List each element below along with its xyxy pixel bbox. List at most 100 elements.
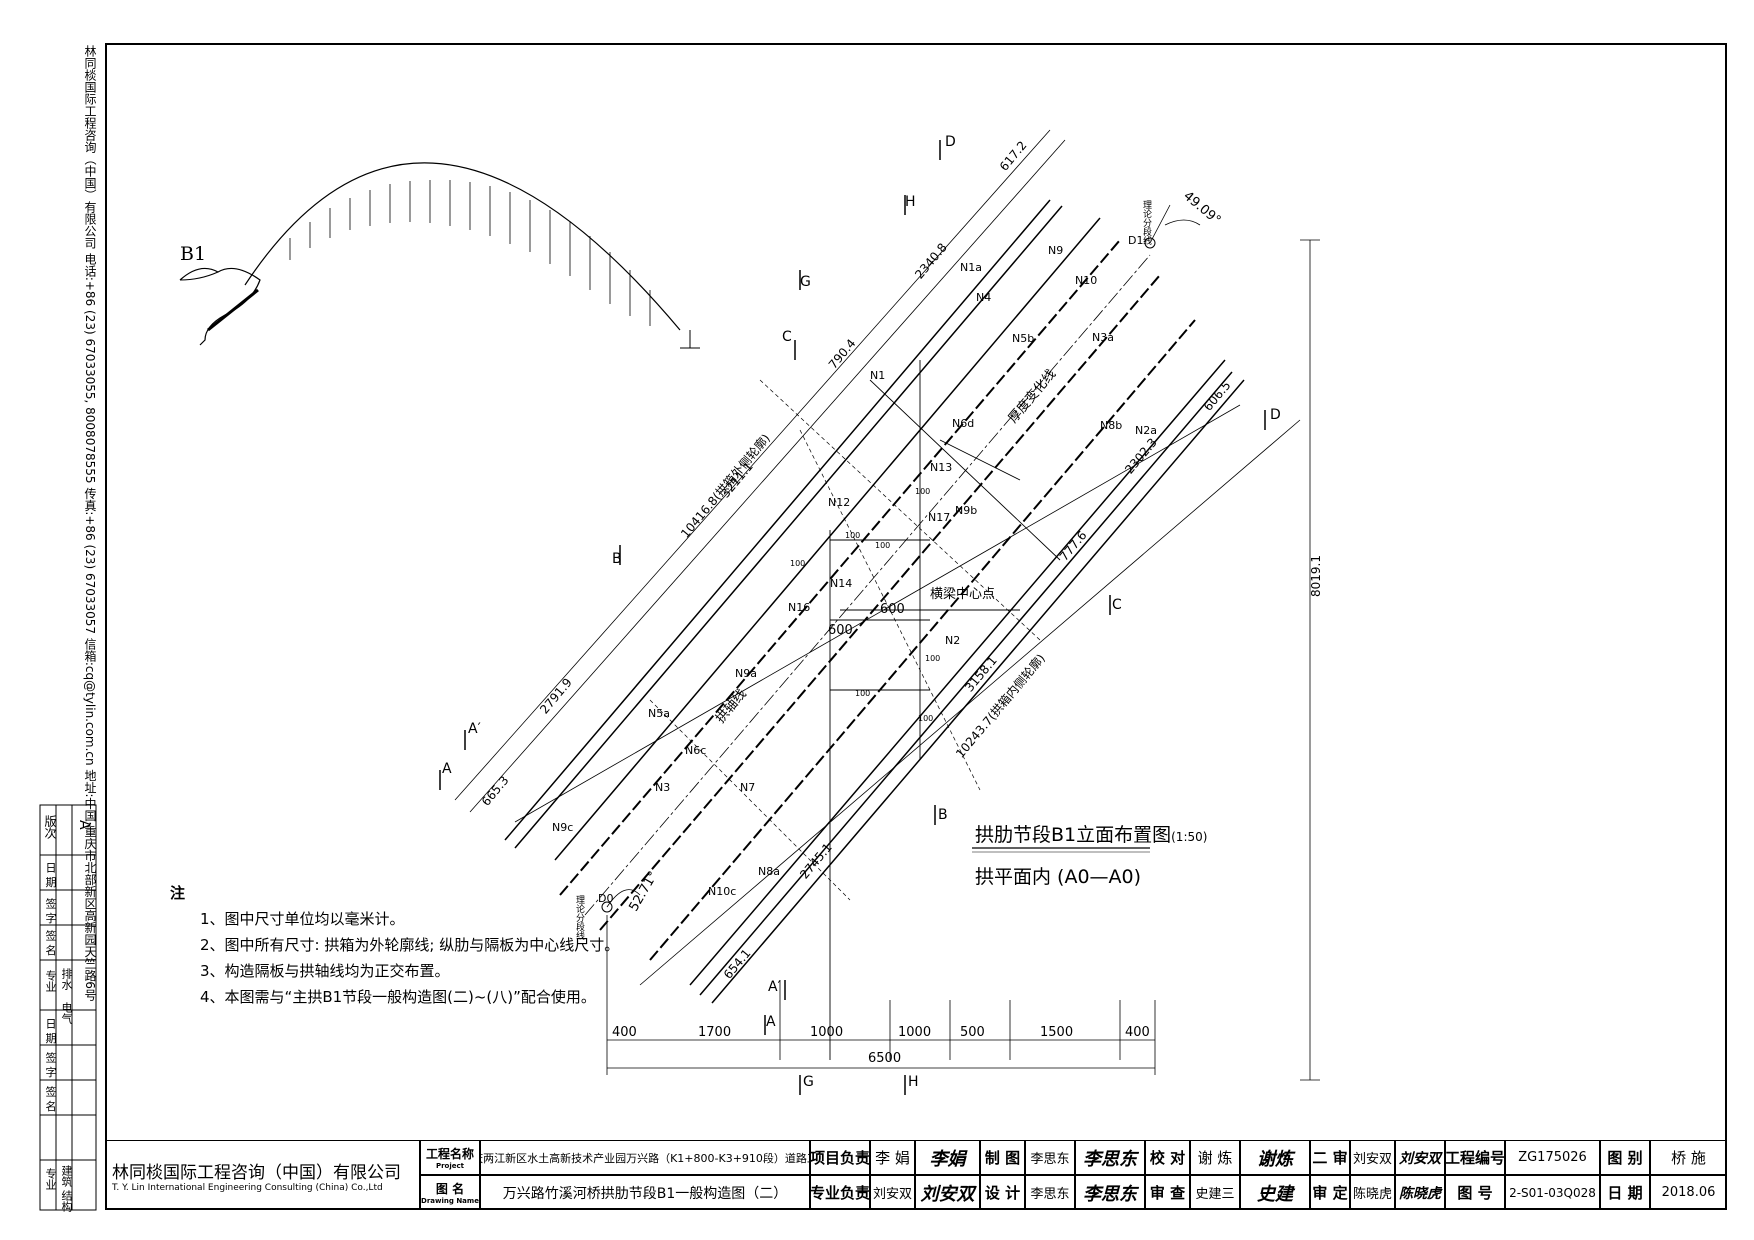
review2-signature: 刘安双 — [1395, 1140, 1445, 1175]
project-no-label: 工程编号 — [1445, 1140, 1505, 1175]
inner-dim-6: 600 — [828, 623, 853, 638]
section-b-right: B — [938, 807, 948, 823]
approve: 陈晓虎 — [1350, 1175, 1395, 1210]
design-signature: 李思东 — [1075, 1175, 1145, 1210]
bottom-dim-1: 400 — [612, 1025, 637, 1040]
part-n8b: N8b — [1100, 419, 1123, 432]
draw-label: 制 图 — [980, 1140, 1025, 1175]
bottom-dim-3: 1000 — [810, 1025, 844, 1040]
check-signature: 谢炼 — [1240, 1140, 1310, 1175]
strip-row-2: 签 字 — [44, 898, 57, 924]
check-label: 校 对 — [1145, 1140, 1190, 1175]
drawing-name: 万兴路竹溪河桥拱肋节段B1一般构造图（二） — [480, 1175, 810, 1210]
proj-lead-label: 项目负责 — [810, 1140, 870, 1175]
strip-row-7: 签 名 — [44, 1086, 57, 1112]
node-d1: D1 — [1128, 234, 1144, 247]
part-n13: N13 — [930, 461, 953, 474]
part-n3: N3 — [655, 781, 671, 794]
project-no: ZG175026 — [1505, 1140, 1600, 1175]
notes-heading: 注 — [170, 884, 186, 902]
draw-signature: 李思东 — [1075, 1140, 1145, 1175]
sort-label: 图 别 — [1600, 1140, 1650, 1175]
inner-dim-5: 600 — [880, 602, 905, 617]
strip-row-3: 签 名 — [44, 930, 57, 956]
company-cell: 林同棪国际工程咨询（中国）有限公司 T. Y. Lin Internationa… — [105, 1140, 420, 1210]
node-label-bottom: 理论分段线 — [574, 895, 584, 940]
check: 谢 炼 — [1190, 1140, 1240, 1175]
review2: 刘安双 — [1350, 1140, 1395, 1175]
note-item-4: 4、本图需与“主拱B1节段一般构造图(二)~(八)”配合使用。 — [200, 988, 596, 1006]
section-d-top: D — [945, 134, 956, 150]
inner-dim-9: 100 — [918, 714, 934, 723]
section-g-bottom: G — [803, 1074, 814, 1090]
drawing-label-cell: 图 名 Drawing Name — [420, 1175, 480, 1210]
section-h-top: H — [905, 194, 916, 210]
section-h-bottom: H — [908, 1074, 919, 1090]
part-n12: N12 — [828, 496, 851, 509]
company-en: T. Y. Lin International Engineering Cons… — [112, 1182, 383, 1193]
bottom-dim-5: 500 — [960, 1025, 985, 1040]
part-n16: N16 — [788, 601, 811, 614]
strip-row-6: 签 字 — [44, 1052, 57, 1078]
strip-row-4: 专业 — [44, 970, 57, 992]
part-n7: N7 — [740, 781, 756, 794]
bridge-center-label: 横梁中心点 — [930, 587, 996, 602]
part-n9: N9 — [1048, 244, 1064, 257]
legend-title: 拱肋节段B1立面布置图(1:50) — [975, 820, 1207, 847]
section-a-bottom: A — [766, 1014, 776, 1030]
review-label: 审 查 — [1145, 1175, 1190, 1210]
date: 2018.06 — [1650, 1175, 1727, 1210]
section-g-top: G — [800, 274, 811, 290]
part-n3a: N3a — [1092, 331, 1114, 344]
prof-lead-label: 专业负责 — [810, 1175, 870, 1210]
inner-dim-4: 100 — [790, 559, 806, 568]
bottom-total: 6500 — [868, 1051, 902, 1066]
review-signature: 史建 — [1240, 1175, 1310, 1210]
project-label-cell: 工程名称 Project — [420, 1140, 480, 1175]
strip-row-8: 专业 — [44, 1168, 57, 1190]
section-d-right: D — [1270, 407, 1281, 423]
bottom-dim-6: 1500 — [1040, 1025, 1074, 1040]
part-n1: N1 — [870, 369, 886, 382]
legend-subtitle: 拱平面内 (A0—A0) — [975, 866, 1142, 888]
project-label-en: Project — [435, 1162, 465, 1170]
version-label: 版次 — [43, 815, 57, 839]
prof-lead-signature: 刘安双 — [915, 1175, 980, 1210]
section-a-prime-bottom: A′ — [768, 979, 781, 995]
part-n5b: N5b — [1012, 332, 1035, 345]
part-n8a: N8a — [758, 865, 780, 878]
proj-lead-signature: 李娟 — [915, 1140, 980, 1175]
title-block: 林同棪国际工程咨询（中国）有限公司 T. Y. Lin Internationa… — [105, 1140, 1727, 1210]
date-label: 日 期 — [1600, 1175, 1650, 1210]
part-n9b: N9b — [955, 504, 978, 517]
discipline-3: 建筑 — [60, 1165, 73, 1187]
section-c-right: C — [1112, 597, 1122, 613]
node-label-top: 理论分段线 — [1141, 200, 1151, 245]
review2-label: 二 审 — [1310, 1140, 1350, 1175]
company-contact-strip: 林同棪国际工程咨询（中国）有限公司 电话:+86 (23) 67033055, … — [83, 45, 97, 1001]
part-n10c: N10c — [708, 885, 737, 898]
bottom-dim-2: 1700 — [698, 1025, 732, 1040]
part-n1a: N1a — [960, 261, 982, 274]
version-value: A — [76, 820, 92, 830]
inner-dim-1: 100 — [915, 487, 931, 496]
sketch-label: B1 — [180, 243, 207, 265]
legend-scale: (1:50) — [1171, 830, 1208, 844]
approve-signature: 陈晓虎 — [1395, 1175, 1445, 1210]
inner-dim-7: 100 — [925, 654, 941, 663]
part-n2a: N2a — [1135, 424, 1157, 437]
inner-dim-8: 100 — [855, 689, 871, 698]
part-n5a: N5a — [648, 707, 670, 720]
note-item-1: 1、图中尺寸单位均以毫米计。 — [200, 910, 405, 928]
review: 史建三 — [1190, 1175, 1240, 1210]
project-name: 重庆两江新区水土高新技术产业园万兴路（K1+800-K3+910段）道路工程 — [480, 1140, 810, 1175]
section-a-top: A — [442, 761, 452, 777]
proj-lead: 李 娟 — [870, 1140, 915, 1175]
part-n4: N4 — [976, 291, 992, 304]
part-n6d: N6d — [952, 417, 975, 430]
strip-row-5: 日 期 — [44, 1018, 57, 1044]
part-n9c: N9c — [552, 821, 574, 834]
part-n10: N10 — [1075, 274, 1098, 287]
section-c-top: C — [782, 329, 792, 345]
